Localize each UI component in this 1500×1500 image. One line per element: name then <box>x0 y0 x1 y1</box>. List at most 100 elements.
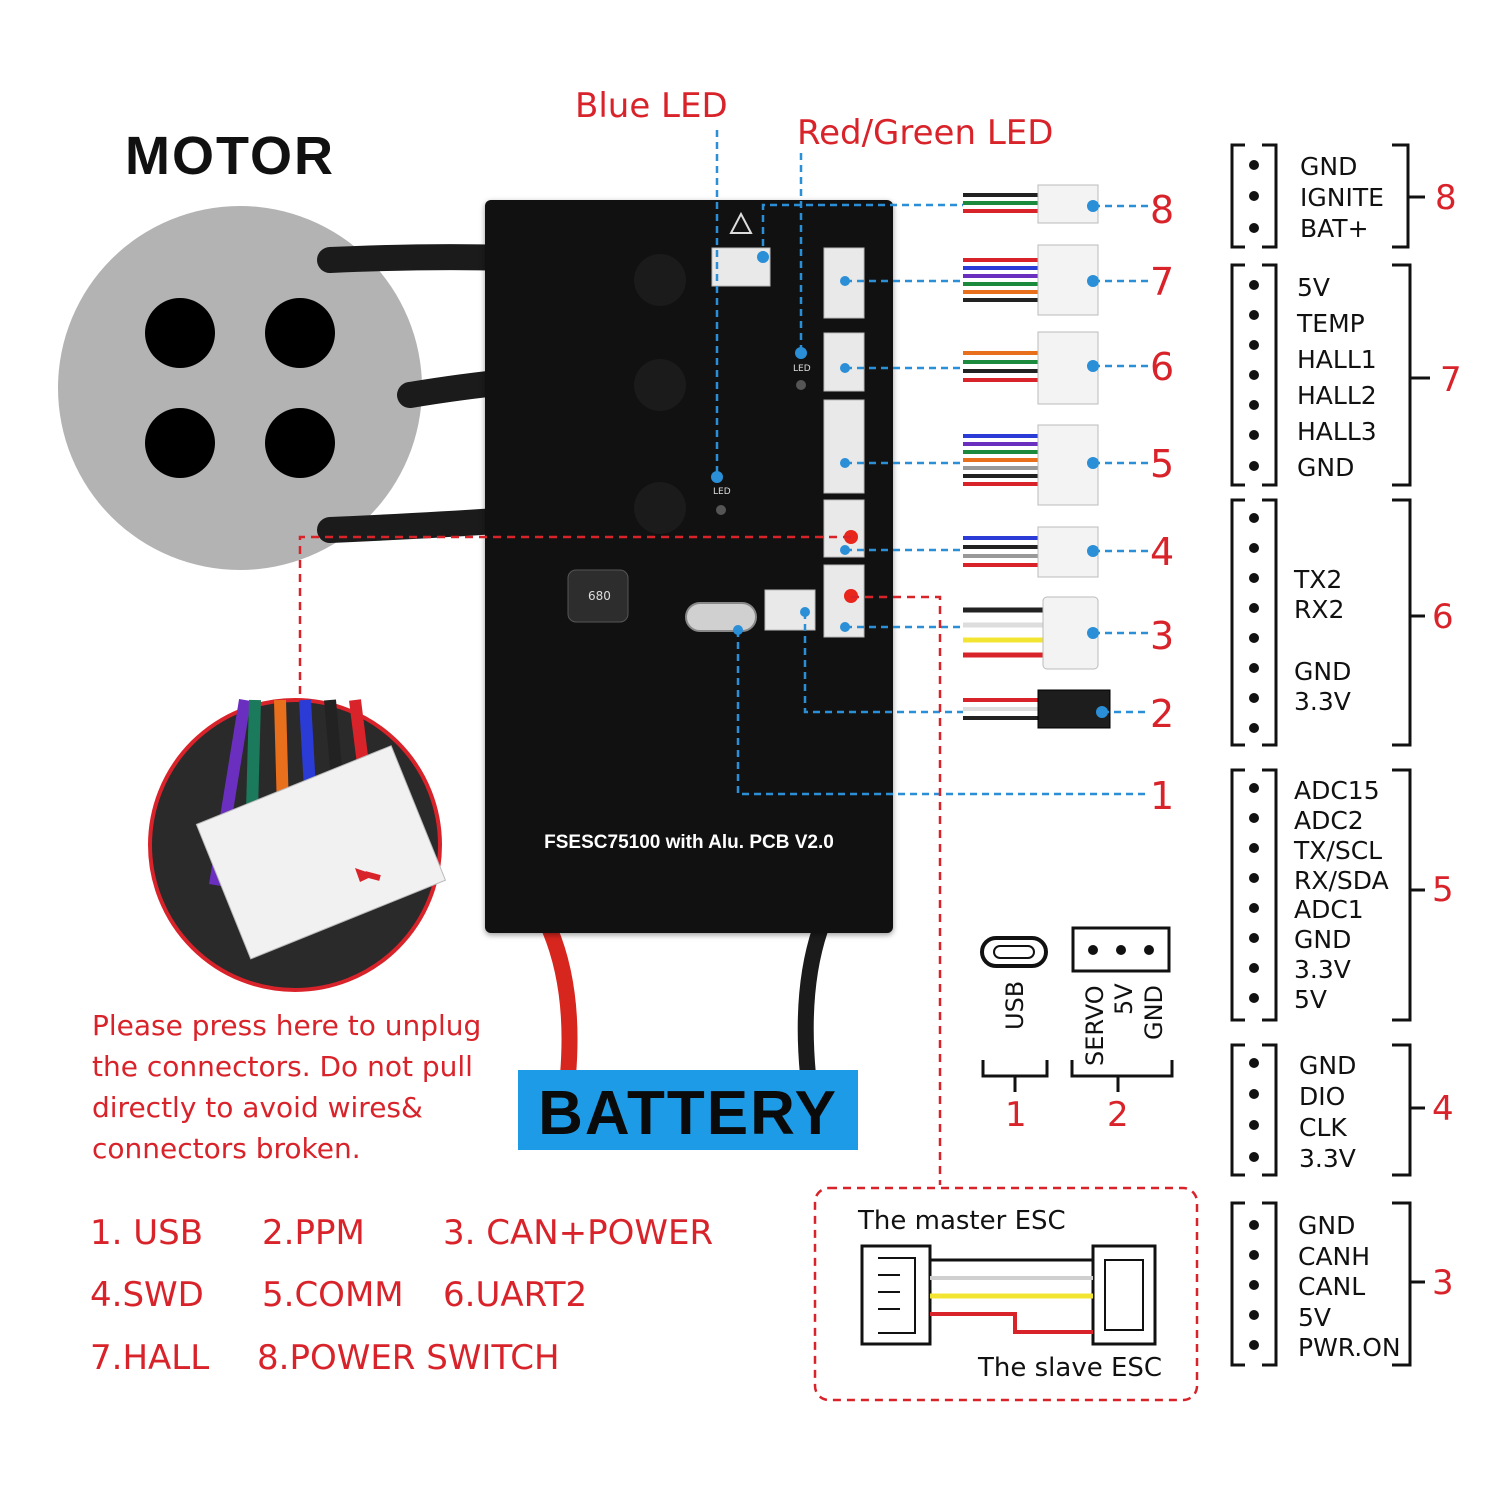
connector-zoom-inset <box>148 698 447 992</box>
pin-label: HALL3 <box>1297 417 1377 446</box>
pin-label: RX2 <box>1294 595 1345 624</box>
usb-servo-brackets <box>981 1060 1174 1092</box>
pin-label: ADC15 <box>1294 776 1380 805</box>
callout-number-3: 3 <box>1150 614 1175 658</box>
callout-number-7: 7 <box>1150 260 1175 304</box>
legend-item: 4.SWD <box>90 1275 204 1315</box>
legend-item: 5.COMM <box>262 1275 404 1315</box>
board-label: FSESC75100 with Alu. PCB V2.0 <box>544 832 834 853</box>
pinout-brackets <box>1230 143 1430 1367</box>
plug-2 <box>963 689 1111 729</box>
cable-gland <box>634 359 686 411</box>
pin-label: 5V <box>1297 273 1331 302</box>
pin-label: GND <box>1300 152 1358 181</box>
board-led-marking: LED <box>713 487 731 497</box>
red-green-led-label: Red/Green LED <box>797 113 1054 153</box>
pin-label: 5V <box>1294 985 1328 1014</box>
plug-6 <box>963 331 1099 405</box>
pinout-group-number: 4 <box>1432 1089 1454 1129</box>
plug-8 <box>963 184 1099 224</box>
usb-icon <box>980 936 1048 968</box>
pin-label: 3.3V <box>1294 955 1351 984</box>
plug-7 <box>963 244 1099 316</box>
can-link-drawing <box>860 1244 1157 1346</box>
blue-led-label: Blue LED <box>575 86 728 126</box>
pin-label: PWR.ON <box>1298 1333 1401 1362</box>
pin-label: GND <box>1297 453 1355 482</box>
legend-item: 3. CAN+POWER <box>443 1213 714 1253</box>
motor-hole <box>265 298 335 368</box>
pin-label: CANH <box>1298 1242 1371 1271</box>
motor-hole <box>265 408 335 478</box>
usb-label: USB <box>1001 980 1029 1030</box>
pin-label: CLK <box>1299 1113 1347 1142</box>
board-connector-7 <box>823 247 865 319</box>
servo-5v-label: 5V <box>1110 983 1138 1015</box>
usb-port <box>685 602 757 632</box>
pin-label: BAT+ <box>1300 214 1369 243</box>
servo-number: 2 <box>1107 1095 1129 1135</box>
inductor <box>567 569 629 623</box>
leader-dots <box>711 200 1108 718</box>
pinout-group-number: 7 <box>1440 360 1462 400</box>
pinout-group-number: 8 <box>1435 178 1457 218</box>
legend-item: 2.PPM <box>262 1213 365 1253</box>
usb-icon-inner <box>993 945 1035 959</box>
plug-5 <box>963 424 1099 506</box>
blue-led <box>716 505 726 515</box>
pin-label: DIO <box>1299 1082 1346 1111</box>
cable-gland <box>634 254 686 306</box>
pin-label: 5V <box>1298 1303 1332 1332</box>
pin-label: CANL <box>1298 1272 1366 1301</box>
motor-hole <box>145 298 215 368</box>
legend-item: 7.HALL <box>90 1338 210 1378</box>
slave-esc-label: The slave ESC <box>978 1353 1163 1383</box>
servo-pin <box>1088 945 1098 955</box>
blue-leaders <box>715 130 1150 796</box>
unplug-warning: Please press here to unplug the connecto… <box>92 1009 482 1165</box>
usb-number: 1 <box>1005 1095 1027 1135</box>
pin-label: 3.3V <box>1299 1144 1356 1173</box>
motor-title: MOTOR <box>125 126 335 186</box>
callout-number-1: 1 <box>1150 774 1175 818</box>
callout-number-4: 4 <box>1150 530 1175 574</box>
servo-gnd-label: GND <box>1140 984 1168 1040</box>
cable-gland <box>634 482 686 534</box>
pinout-group-number: 6 <box>1432 597 1454 637</box>
motor-hole <box>145 408 215 478</box>
plug-4 <box>963 526 1099 578</box>
legend-item: 6.UART2 <box>443 1275 588 1315</box>
board-connector-5 <box>823 399 865 494</box>
servo-header-icon <box>1071 926 1171 973</box>
servo-label: SERVO <box>1081 985 1109 1066</box>
master-esc-label: The master ESC <box>858 1206 1066 1236</box>
motor-body <box>58 206 422 570</box>
pin-label: ADC1 <box>1294 895 1364 924</box>
battery-red-cable <box>542 926 578 1076</box>
board-led-marking: LED <box>793 364 811 374</box>
legend-item: 8.POWER SWITCH <box>257 1338 560 1378</box>
pin-label: TX2 <box>1294 565 1343 594</box>
callout-number-5: 5 <box>1150 442 1175 486</box>
pinout-group-number: 3 <box>1432 1263 1454 1303</box>
servo-pin <box>1144 945 1154 955</box>
pin-label: GND <box>1294 925 1352 954</box>
red-green-led <box>796 380 806 390</box>
legend-item: 1. USB <box>90 1213 204 1253</box>
pin-label: TEMP <box>1297 309 1365 338</box>
callout-number-2: 2 <box>1150 692 1175 736</box>
pin-label: HALL1 <box>1297 345 1377 374</box>
board-connector-6 <box>823 332 865 392</box>
callout-number-6: 6 <box>1150 345 1175 389</box>
pinout-dots <box>1249 160 1259 1350</box>
pinout-group-number: 5 <box>1432 870 1454 910</box>
pin-label: HALL2 <box>1297 381 1377 410</box>
battery-label: BATTERY <box>538 1079 838 1148</box>
pin-label: GND <box>1299 1051 1357 1080</box>
pin-label: 3.3V <box>1294 687 1351 716</box>
pin-label: IGNITE <box>1300 183 1384 212</box>
pin-label: RX/SDA <box>1294 866 1389 895</box>
battery-black-cable <box>797 927 828 1076</box>
pin-label: GND <box>1294 657 1352 686</box>
